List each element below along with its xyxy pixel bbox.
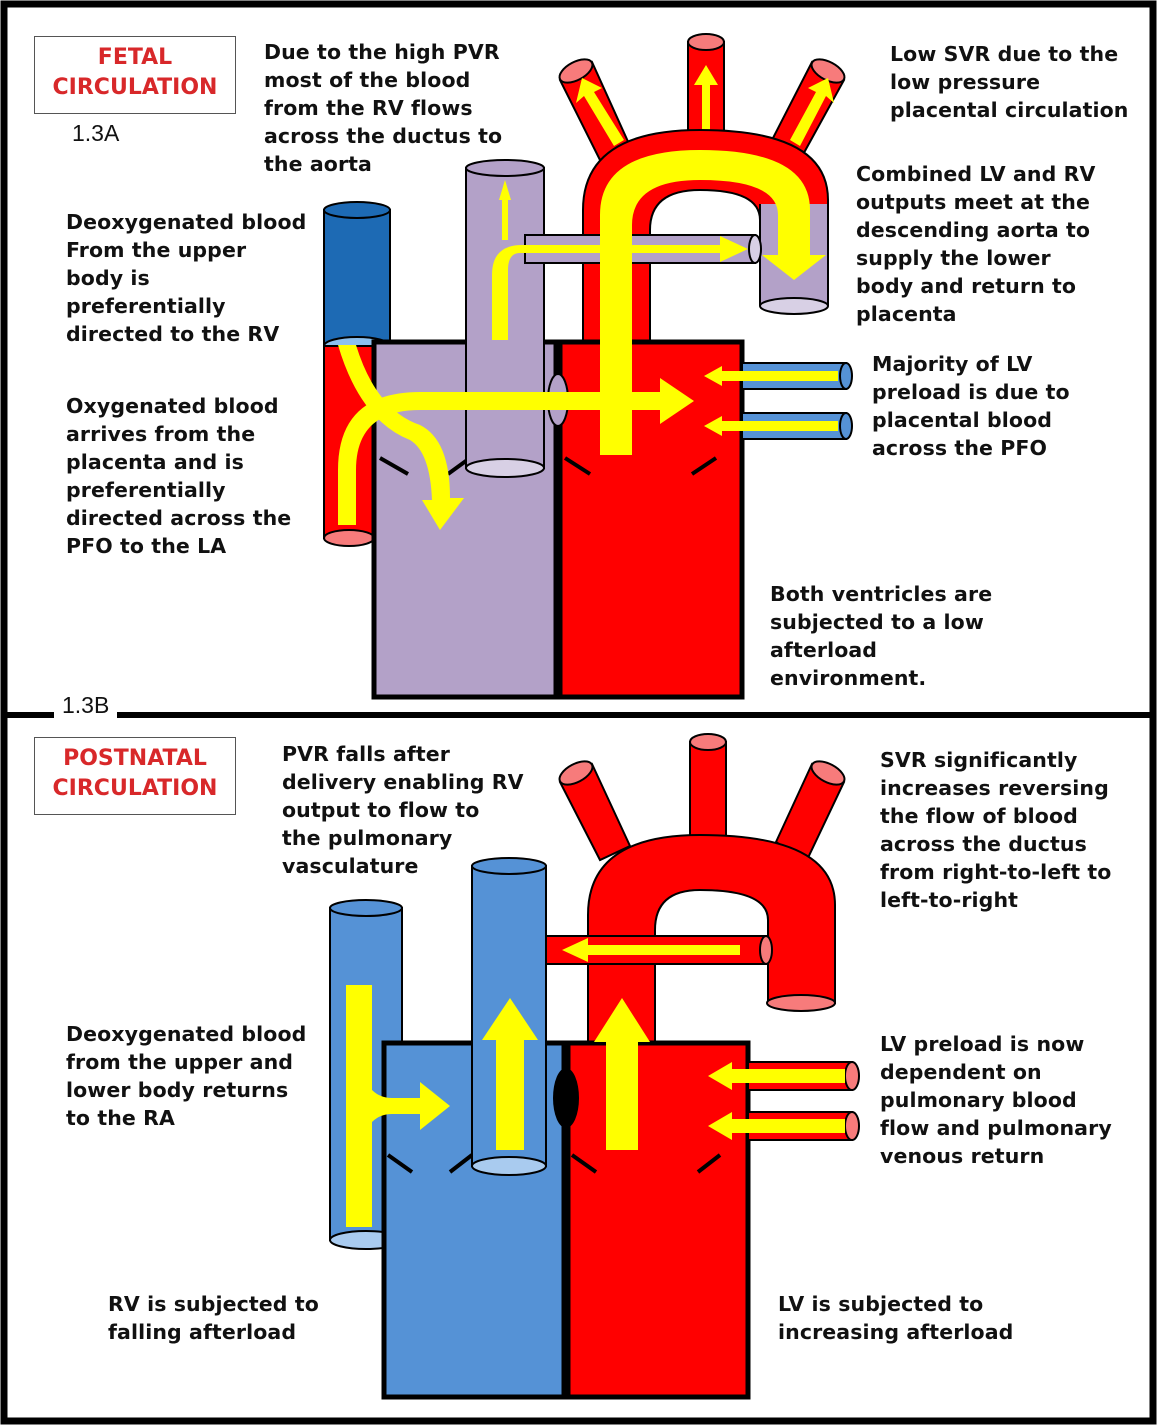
note-lv-afterload: LV is subjected to increasing afterload <box>778 1290 1013 1346</box>
note-line: the flow of blood <box>880 802 1111 830</box>
note-line: LV is subjected to <box>778 1290 1013 1318</box>
note-upper-body: Deoxygenated blood From the upper body i… <box>66 208 306 348</box>
note-line: falling afterload <box>108 1318 319 1346</box>
note-line: from right-to-left to <box>880 858 1111 886</box>
note-line: left-to-right <box>880 886 1111 914</box>
note-line: to the RA <box>66 1104 306 1132</box>
note-line: Deoxygenated blood <box>66 208 306 236</box>
note-line: Both ventricles are <box>770 580 992 608</box>
note-line: outputs meet at the <box>856 188 1095 216</box>
note-line: increases reversing <box>880 774 1111 802</box>
panel-b-tag: 1.3B <box>54 692 117 719</box>
note-line: PFO to the LA <box>66 532 291 560</box>
note-deoxygenated-postnatal: Deoxygenated blood from the upper and lo… <box>66 1020 306 1132</box>
note-line: LV preload is now <box>880 1030 1112 1058</box>
note-line: placenta <box>856 300 1095 328</box>
postnatal-title-line-2: CIRCULATION <box>35 774 235 804</box>
note-line: SVR significantly <box>880 746 1111 774</box>
note-high-pvr: Due to the high PVR most of the blood fr… <box>264 38 502 178</box>
note-line: descending aorta to <box>856 216 1095 244</box>
note-line: afterload <box>770 636 992 664</box>
note-line: increasing afterload <box>778 1318 1013 1346</box>
note-line: most of the blood <box>264 66 502 94</box>
note-pvr-falls: PVR falls after delivery enabling RV out… <box>282 740 524 880</box>
fetal-title-box: FETAL CIRCULATION <box>34 36 236 114</box>
note-rv-afterload: RV is subjected to falling afterload <box>108 1290 319 1346</box>
note-line: environment. <box>770 664 992 692</box>
note-line: vasculature <box>282 852 524 880</box>
note-line: From the upper <box>66 236 306 264</box>
note-line: preferentially <box>66 292 306 320</box>
note-line: Combined LV and RV <box>856 160 1095 188</box>
note-oxygenated: Oxygenated blood arrives from the placen… <box>66 392 291 560</box>
note-line: Majority of LV <box>872 350 1070 378</box>
note-lv-preload-postnatal: LV preload is now dependent on pulmonary… <box>880 1030 1112 1170</box>
note-line: Deoxygenated blood <box>66 1020 306 1048</box>
panel-a-tag: 1.3A <box>68 120 123 147</box>
fetal-title-line-2: CIRCULATION <box>35 73 235 103</box>
note-line: output to flow to <box>282 796 524 824</box>
note-line: arrives from the <box>66 420 291 448</box>
note-line: preferentially <box>66 476 291 504</box>
note-line: delivery enabling RV <box>282 768 524 796</box>
note-line: across the ductus to <box>264 122 502 150</box>
note-line: placental blood <box>872 406 1070 434</box>
note-line: Low SVR due to the <box>890 40 1128 68</box>
note-line: from the upper and <box>66 1048 306 1076</box>
note-line: across the PFO <box>872 434 1070 462</box>
note-line: from the RV flows <box>264 94 502 122</box>
note-low-svr: Low SVR due to the low pressure placenta… <box>890 40 1128 124</box>
note-line: venous return <box>880 1142 1112 1170</box>
note-low-afterload: Both ventricles are subjected to a low a… <box>770 580 992 692</box>
note-line: the aorta <box>264 150 502 178</box>
postnatal-title-box: POSTNATAL CIRCULATION <box>34 737 236 815</box>
note-line: flow and pulmonary <box>880 1114 1112 1142</box>
fetal-title-line-1: FETAL <box>35 43 235 73</box>
note-line: directed to the RV <box>66 320 306 348</box>
note-line: low pressure <box>890 68 1128 96</box>
note-line: supply the lower <box>856 244 1095 272</box>
note-line: placental circulation <box>890 96 1128 124</box>
postnatal-closed-pfo <box>553 1068 579 1128</box>
note-combined-outputs: Combined LV and RV outputs meet at the d… <box>856 160 1095 328</box>
note-line: directed across the <box>66 504 291 532</box>
note-line: pulmonary blood <box>880 1086 1112 1114</box>
note-line: dependent on <box>880 1058 1112 1086</box>
note-line: RV is subjected to <box>108 1290 319 1318</box>
note-svr-increases: SVR significantly increases reversing th… <box>880 746 1111 914</box>
note-line: placenta and is <box>66 448 291 476</box>
note-line: across the ductus <box>880 830 1111 858</box>
note-line: the pulmonary <box>282 824 524 852</box>
postnatal-title-line-1: POSTNATAL <box>35 744 235 774</box>
note-line: Oxygenated blood <box>66 392 291 420</box>
note-lv-preload-fetal: Majority of LV preload is due to placent… <box>872 350 1070 462</box>
note-line: body and return to <box>856 272 1095 300</box>
note-line: preload is due to <box>872 378 1070 406</box>
note-line: Due to the high PVR <box>264 38 502 66</box>
note-line: lower body returns <box>66 1076 306 1104</box>
note-line: body is <box>66 264 306 292</box>
note-line: PVR falls after <box>282 740 524 768</box>
note-line: subjected to a low <box>770 608 992 636</box>
